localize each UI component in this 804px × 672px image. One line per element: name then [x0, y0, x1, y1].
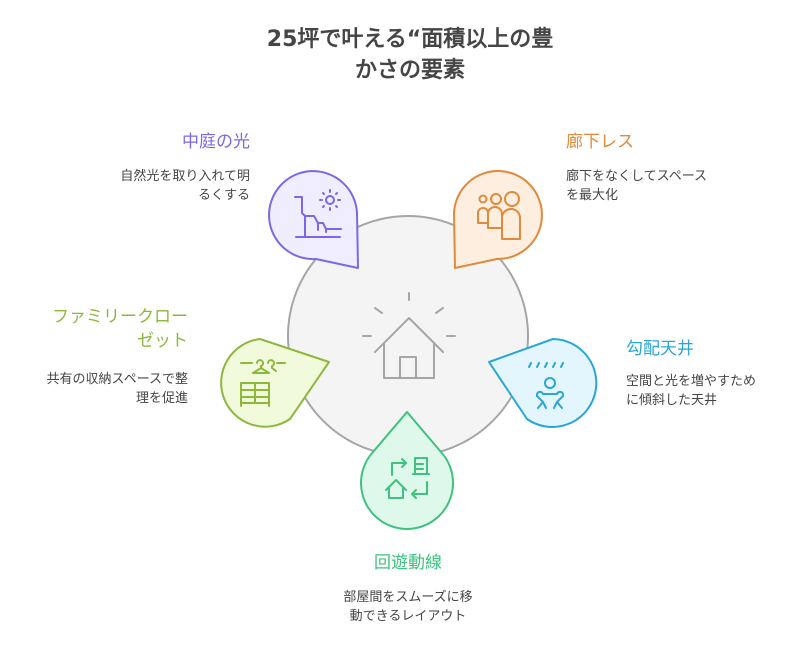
title-line-1: 25坪で叶える“面積以上の豊	[266, 27, 554, 52]
pin-no-corridor	[453, 170, 543, 269]
hanger-dresser-icon	[240, 359, 286, 407]
pin-circulation	[360, 411, 454, 530]
desc-family-closet: 共有の収納スペースで整 理を促進	[10, 370, 188, 408]
desc-no-corridor-line1: 廊下をなくしてスペース	[566, 169, 708, 184]
desc-circulation: 部屋間をスムーズに移 動できるレイアウト	[310, 588, 506, 626]
label-circulation: 回遊動線	[374, 553, 442, 573]
desc-sloped-ceiling-line2: に傾斜した天井	[626, 393, 718, 408]
desc-courtyard-light: 自然光を取り入れて明 るくする	[80, 167, 250, 205]
label-sloped-ceiling: 勾配天井	[626, 339, 694, 359]
people-group-icon	[477, 191, 521, 240]
label-family-closet-line1: ファミリークロー	[52, 307, 188, 327]
desc-family-closet-line1: 共有の収納スペースで整	[46, 372, 188, 387]
desc-circulation-line2: 動できるレイアウト	[349, 609, 467, 624]
circulation-flow-icon	[385, 457, 430, 499]
desc-no-corridor: 廊下をなくしてスペース を最大化	[566, 167, 756, 205]
desc-circulation-line1: 部屋間をスムーズに移	[343, 590, 473, 605]
label-family-closet-line2: ゼット	[137, 331, 188, 351]
pin-family-closet	[220, 338, 330, 428]
desc-courtyard-light-line1: 自然光を取り入れて明	[120, 169, 250, 184]
page-title: 25坪で叶える“面積以上の豊 かさの要素	[200, 24, 620, 86]
label-no-corridor: 廊下レス	[566, 132, 634, 152]
courtyard-sun-icon	[294, 189, 342, 238]
person-rain-ceiling-icon	[528, 362, 565, 409]
label-family-closet: ファミリークロー ゼット	[10, 305, 188, 353]
desc-courtyard-light-line2: るくする	[197, 188, 250, 203]
desc-sloped-ceiling-line1: 空間と光を増やすため	[626, 374, 757, 389]
title-line-2: かさの要素	[354, 58, 465, 83]
pin-courtyard-light	[268, 170, 359, 269]
desc-sloped-ceiling: 空間と光を増やすため に傾斜した天井	[626, 372, 801, 410]
desc-no-corridor-line2: を最大化	[566, 188, 619, 203]
desc-family-closet-line2: 理を促進	[135, 391, 188, 406]
pin-sloped-ceiling	[488, 338, 598, 428]
label-courtyard-light: 中庭の光	[182, 132, 250, 152]
house-glow-icon	[362, 292, 456, 379]
